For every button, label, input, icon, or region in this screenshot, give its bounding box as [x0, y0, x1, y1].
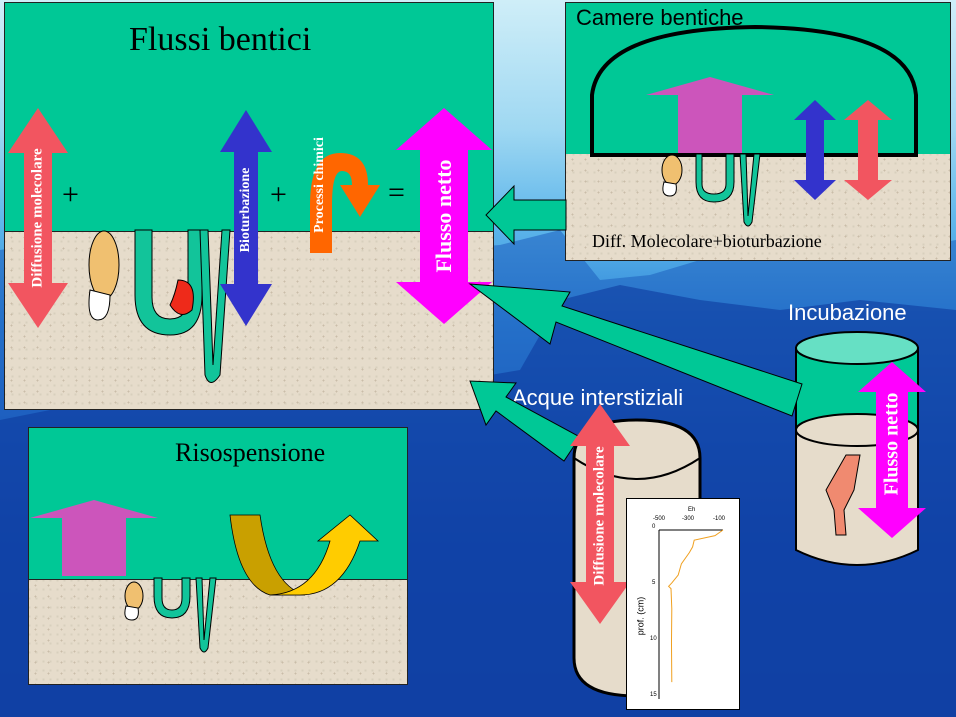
sediment-layer	[29, 580, 407, 684]
worm-icon	[825, 454, 861, 536]
plus-operator-2: +	[270, 178, 287, 211]
pore-waters-to-netflux-arrow	[469, 380, 581, 462]
bioturbation-label: Bioturbazione	[238, 167, 253, 253]
y-tick-label: 5	[652, 580, 656, 586]
x-tick-label: -500	[653, 516, 666, 522]
porewater-diffusion-label: Diffusione molecolare	[591, 446, 608, 586]
chemical-process-label: Processi chimici	[312, 137, 327, 233]
incubation-title: Incubazione	[788, 300, 907, 325]
panel-title: Flussi bentici	[129, 21, 312, 58]
resuspension-curved-arrow	[229, 514, 380, 596]
y-tick-label: 15	[650, 692, 657, 698]
benthic-chamber-dome	[590, 24, 918, 157]
incubation-netflux-arrow	[858, 362, 926, 538]
eh-profile-chart: Eh -500 -300 -100 0 5 10 15 prof. (cm)	[626, 498, 740, 710]
benthic-fluxes-panel: Flussi bentici	[4, 2, 494, 410]
porewater-diffusion-arrow	[570, 404, 630, 624]
clam-siphon	[88, 289, 111, 321]
incubation-netflux-label: Flusso netto	[880, 392, 903, 496]
organisms-illustration	[88, 229, 231, 383]
net-flux-label: Flusso netto	[431, 159, 456, 273]
benthic-chambers-panel: Camere bentiche Diff. Molecolare+bioturb…	[565, 2, 951, 261]
chamber-organisms	[661, 153, 761, 227]
eh-series-line	[667, 529, 724, 683]
resuspension-flux-arrow	[30, 500, 158, 576]
net-flux-arrow	[396, 108, 492, 324]
chart-title: Eh	[688, 507, 696, 513]
y-tick-label: 0	[652, 524, 656, 530]
chemical-process-arrow	[310, 153, 380, 253]
chamber-caption: Diff. Molecolare+bioturbazione	[592, 231, 822, 251]
x-tick-label: -300	[682, 516, 695, 522]
panel-title: Risospensione	[175, 438, 326, 467]
chamber-bioturbation-arrow	[794, 100, 836, 200]
diffusion-label: Diffusione molecolare	[29, 148, 46, 288]
chambers-to-netflux-arrow	[485, 184, 567, 246]
burrow-deep-tube	[199, 229, 231, 383]
shrimp-icon	[169, 279, 194, 315]
resuspension-up-arrow	[646, 77, 774, 153]
chart-plot-area	[658, 529, 724, 699]
sediment-layer	[566, 154, 950, 260]
resuspension-organisms	[124, 577, 217, 653]
pore-waters-title: Acque interstiziali	[512, 385, 684, 410]
chamber-diffusion-arrow	[844, 100, 892, 200]
diffusion-arrow	[8, 108, 68, 328]
plus-operator-1: +	[62, 178, 79, 211]
resuspension-panel: Risospensione	[28, 427, 408, 685]
clam-icon	[88, 230, 120, 300]
panel-title: Camere bentiche	[576, 5, 744, 30]
bioturbation-arrow	[220, 110, 272, 326]
burrow-u-tube	[134, 229, 203, 336]
x-tick-label: -100	[713, 516, 726, 522]
equals-operator: =	[388, 176, 405, 209]
y-tick-label: 10	[650, 636, 657, 642]
incubation-to-netflux-arrow	[468, 283, 803, 417]
